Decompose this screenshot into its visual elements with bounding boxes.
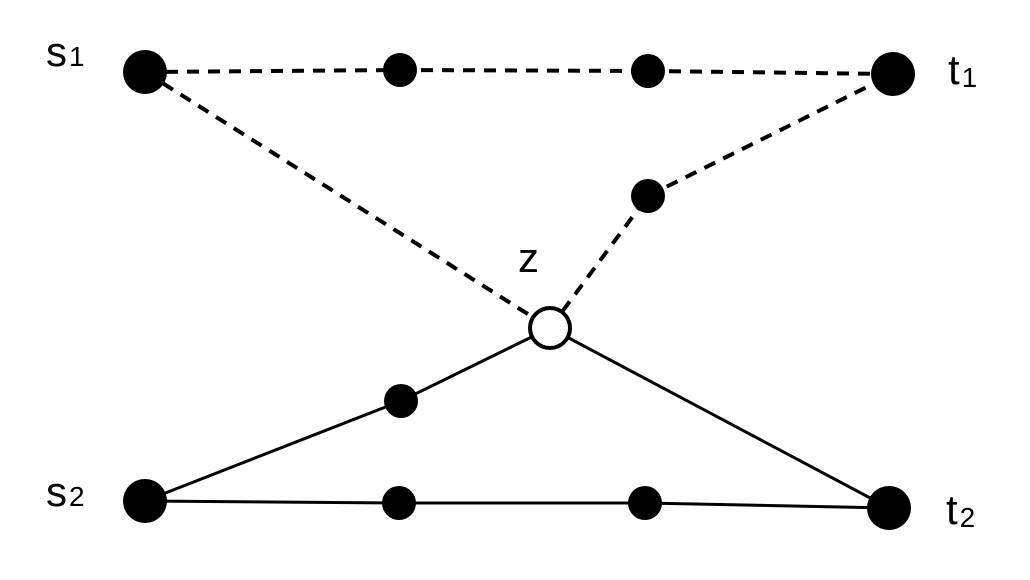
label-t1-main: t <box>948 46 960 93</box>
node-c1 <box>384 384 418 418</box>
edge-z-b1 <box>548 194 650 330</box>
label-s1: s1 <box>46 28 85 75</box>
node-s2 <box>123 479 167 523</box>
edge-s2-d1 <box>144 499 400 505</box>
edge-a2-t1 <box>647 69 894 76</box>
label-s1-sub: 1 <box>69 41 85 72</box>
node-a1 <box>383 53 417 87</box>
edge-s2-c1 <box>144 399 402 503</box>
label-t2-main: t <box>946 486 958 533</box>
edge-s1-z <box>143 70 552 330</box>
edge-a1-a2 <box>399 68 649 73</box>
edge-d2-t2 <box>644 501 890 510</box>
label-s1-main: s <box>46 28 67 75</box>
label-s2-main: s <box>46 468 67 515</box>
edge-z-t2 <box>549 326 890 510</box>
label-t1-sub: 1 <box>962 62 978 93</box>
edge-c1-z <box>400 326 551 403</box>
edge-b1-t1 <box>647 72 894 198</box>
node-d2 <box>628 486 662 520</box>
edges-layer <box>143 68 894 510</box>
nodes-layer <box>123 50 915 530</box>
node-a2 <box>631 54 665 88</box>
label-s2-sub: 2 <box>69 481 85 512</box>
label-z: z <box>518 234 539 281</box>
label-t1: t1 <box>948 46 977 93</box>
label-t2: t2 <box>946 486 975 533</box>
node-d1 <box>382 486 416 520</box>
node-b1 <box>631 179 665 213</box>
node-t2 <box>867 486 911 530</box>
node-t1 <box>871 52 915 96</box>
node-z <box>528 306 572 350</box>
node-s1 <box>123 50 167 94</box>
label-s2: s2 <box>46 468 85 515</box>
edge-s1-a1 <box>144 68 401 74</box>
label-t2-sub: 2 <box>960 502 976 533</box>
